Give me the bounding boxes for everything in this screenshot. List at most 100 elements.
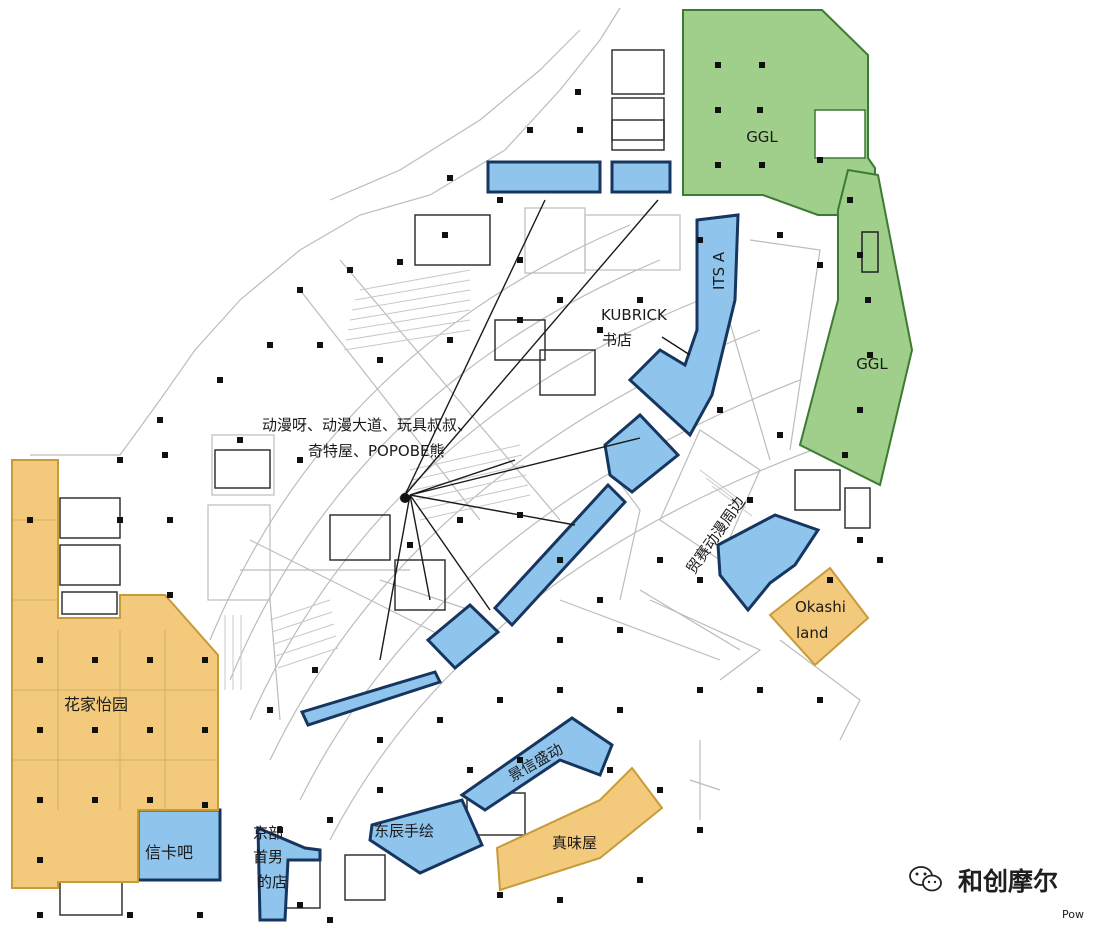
column-dot [497, 892, 503, 898]
column-dot [277, 827, 283, 833]
column-dot [327, 817, 333, 823]
column-dot [37, 912, 43, 918]
column-dot [447, 337, 453, 343]
label-its-a: ITS A [710, 251, 728, 290]
column-dot [457, 517, 463, 523]
column-dot [147, 797, 153, 803]
column-dot [817, 262, 823, 268]
column-dot [202, 802, 208, 808]
column-dot [617, 627, 623, 633]
label-zhenmei: 真味屋 [552, 834, 597, 852]
blue-shop-top-right[interactable] [610, 160, 672, 194]
pointer-hub [400, 493, 410, 503]
column-dot [597, 597, 603, 603]
watermark-text: 和创摩尔 [958, 867, 1058, 896]
its-a-zone[interactable] [627, 213, 740, 438]
column-dot [715, 107, 721, 113]
column-dot [857, 537, 863, 543]
column-dot [637, 297, 643, 303]
label-kubrick: KUBRICK [601, 306, 668, 324]
column-dot [92, 657, 98, 663]
anime-periphery-zone[interactable] [716, 513, 821, 613]
watermark: 和创摩尔 Pow [909, 866, 1084, 921]
column-dot [37, 857, 43, 863]
column-dot [92, 797, 98, 803]
column-dot [597, 327, 603, 333]
jingdong-zone[interactable] [459, 716, 614, 812]
column-dot [437, 717, 443, 723]
column-dot [497, 697, 503, 703]
column-dot [167, 592, 173, 598]
column-dot [865, 297, 871, 303]
column-dot [517, 757, 523, 763]
column-dot [857, 407, 863, 413]
column-dot [817, 157, 823, 163]
column-dot [867, 352, 873, 358]
column-dot [557, 897, 563, 903]
column-dot [657, 787, 663, 793]
column-dot [267, 342, 273, 348]
column-dot [217, 377, 223, 383]
column-dot [297, 902, 303, 908]
column-dot [637, 877, 643, 883]
column-dot [857, 252, 863, 258]
column-dot [377, 787, 383, 793]
label-xinka: 信卡吧 [145, 843, 193, 862]
column-dot [517, 512, 523, 518]
blue-shop-arc-2[interactable] [425, 602, 501, 671]
blue-shop-arc-3[interactable] [299, 670, 443, 727]
dongchen-zone[interactable] [368, 798, 484, 875]
column-dot [317, 342, 323, 348]
ggl-right-zone[interactable] [798, 168, 914, 487]
column-dot [267, 707, 273, 713]
column-dot [759, 162, 765, 168]
blue-shop-top-left[interactable] [486, 160, 602, 194]
column-dot [817, 697, 823, 703]
label-anime-shops-line1: 动漫呀、动漫大道、玩具叔叔、 [262, 416, 472, 434]
label-ggl-right: GGL [856, 355, 888, 373]
column-dot [877, 557, 883, 563]
column-dot [617, 707, 623, 713]
huajia-zone[interactable] [11, 459, 219, 889]
column-dot [162, 452, 168, 458]
column-dot [827, 577, 833, 583]
column-dot [517, 257, 523, 263]
column-dot [202, 727, 208, 733]
column-dot [759, 62, 765, 68]
column-dot [117, 517, 123, 523]
label-jingbu-2: 首男 [253, 848, 283, 866]
jingbu-zone[interactable] [256, 825, 322, 922]
label-okashi-land: land [796, 624, 828, 642]
column-dot [37, 657, 43, 663]
column-dot [37, 727, 43, 733]
column-dot [697, 237, 703, 243]
column-dot [607, 767, 613, 773]
okashi-land-zone[interactable] [768, 566, 870, 667]
column-dot [92, 727, 98, 733]
column-dot [197, 912, 203, 918]
column-dot [377, 357, 383, 363]
label-kubrick-shop: 书店 [602, 331, 632, 349]
column-dot [497, 197, 503, 203]
column-dot [117, 457, 123, 463]
column-dot [312, 667, 318, 673]
label-huajia: 花家怡园 [64, 695, 128, 714]
column-dot [347, 267, 353, 273]
ggl-zones [682, 9, 914, 487]
label-okashi: Okashi [795, 598, 846, 616]
column-dot [847, 197, 853, 203]
column-dot [557, 637, 563, 643]
column-dot [517, 317, 523, 323]
column-dot [777, 232, 783, 238]
column-dot [27, 517, 33, 523]
label-dongchen: 东辰手绘 [374, 822, 434, 840]
column-dot [557, 687, 563, 693]
column-dot [407, 542, 413, 548]
column-dot [557, 297, 563, 303]
column-dot [167, 517, 173, 523]
blue-shop-center-right[interactable] [603, 412, 681, 494]
blue-shop-arc-1[interactable] [492, 482, 628, 628]
column-dot [37, 797, 43, 803]
zhenmei-zone[interactable] [495, 766, 664, 892]
hatching-patterns [224, 269, 753, 690]
